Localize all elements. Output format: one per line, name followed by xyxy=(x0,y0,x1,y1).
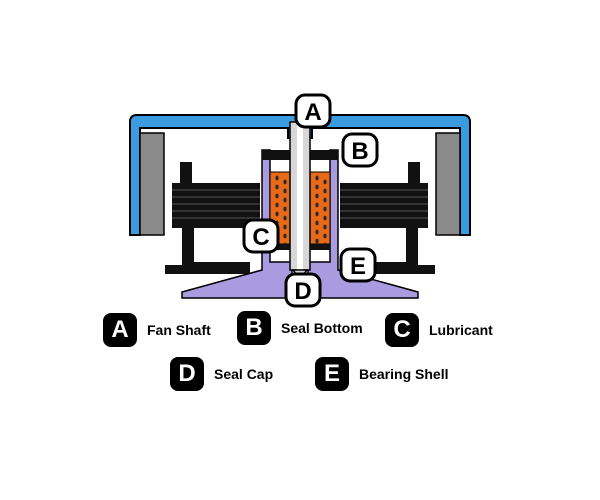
legend-badge-e-icon: E xyxy=(315,357,349,391)
lubricant-dot xyxy=(315,220,319,226)
legend-item-b: B Seal Bottom xyxy=(237,311,363,345)
lubricant-dot xyxy=(323,206,327,212)
legend-badge-b-icon: B xyxy=(237,311,271,345)
lubricant-dot xyxy=(315,193,319,199)
callout-d-letter: D xyxy=(294,278,311,305)
lubricant-dot xyxy=(275,202,279,208)
legend-item-a: A Fan Shaft xyxy=(103,313,211,347)
callout-a-letter: A xyxy=(304,99,321,126)
badge-c-icon: C xyxy=(242,218,280,254)
lubricant-dot xyxy=(315,202,319,208)
lubricant-dot xyxy=(315,211,319,217)
legend-label-seal-bottom: Seal Bottom xyxy=(281,320,363,336)
callout-e-letter: E xyxy=(350,253,366,280)
lubricant-dot xyxy=(323,215,327,221)
lubricant-dot xyxy=(315,175,319,181)
callout-c-letter: C xyxy=(252,224,269,251)
lubricant-dot xyxy=(315,229,319,235)
lubricant-dot xyxy=(283,224,287,230)
badge-e-icon: E xyxy=(339,247,377,283)
lubricant-right xyxy=(309,171,331,245)
lubricant-dot xyxy=(283,233,287,239)
lubricant-dot xyxy=(315,238,319,244)
badge-b-icon: B xyxy=(341,132,379,168)
lubricant-dot xyxy=(323,188,327,194)
lubricant-dot xyxy=(283,188,287,194)
legend-label-seal-cap: Seal Cap xyxy=(214,366,274,382)
lubricant-dot xyxy=(323,197,327,203)
stator-left xyxy=(165,162,260,274)
lubricant-dot xyxy=(275,184,279,190)
magnet-left xyxy=(139,132,165,236)
legend-badge-d-icon: D xyxy=(170,357,204,391)
hub-outer-shell xyxy=(129,114,471,236)
lubricant-dot xyxy=(275,175,279,181)
lubricant-dot xyxy=(323,224,327,230)
legend-badge-a-icon: A xyxy=(103,313,137,347)
legend-item-c: C Lubricant xyxy=(385,313,493,347)
legend-badge-c-icon: C xyxy=(385,313,419,347)
fan-hub-housing xyxy=(129,114,471,236)
callout-b-letter: B xyxy=(351,138,368,165)
lubricant-dot xyxy=(275,193,279,199)
magnet-right xyxy=(435,132,461,236)
lubricant-dot xyxy=(323,233,327,239)
lubricant-dot xyxy=(283,206,287,212)
legend-item-d: D Seal Cap xyxy=(170,357,273,391)
badge-d-icon: D xyxy=(284,272,322,308)
legend-label-bearing-shell: Bearing Shell xyxy=(359,366,449,382)
lubricant-dot xyxy=(275,211,279,217)
lubricant-dot xyxy=(283,197,287,203)
badge-a-icon: A xyxy=(294,93,332,129)
legend-label-lubricant: Lubricant xyxy=(429,322,493,338)
legend-label-fan-shaft: Fan Shaft xyxy=(147,322,211,338)
legend-item-e: E Bearing Shell xyxy=(315,357,448,391)
lubricant-dot xyxy=(323,179,327,185)
lubricant-dot xyxy=(283,215,287,221)
lubricant-dot xyxy=(283,179,287,185)
lubricant-dot xyxy=(315,184,319,190)
fan-shaft xyxy=(289,121,311,281)
